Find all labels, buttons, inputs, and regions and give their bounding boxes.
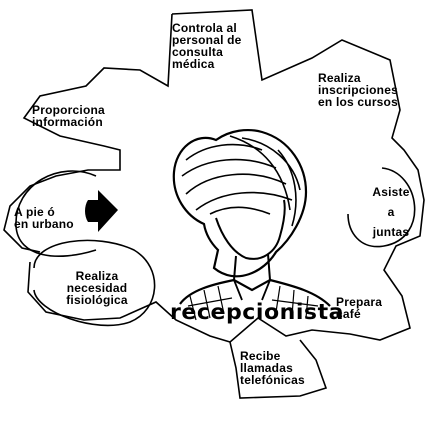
label-informacion: Proporciona información (32, 104, 105, 128)
label-controla: Controla al personal de consulta médica (172, 22, 242, 70)
label-line: inscripciones (318, 83, 398, 97)
label-inscripciones: Realiza inscripciones en los cursos (318, 72, 398, 108)
label-line: a (387, 205, 395, 219)
label-llamadas: Recibe llamadas telefónicas (240, 350, 305, 386)
label-line: café (336, 307, 361, 321)
label-line: juntas (372, 225, 410, 239)
arrow-icon (85, 190, 118, 232)
label-line: Asiste (372, 185, 410, 199)
label-line: Realiza (75, 269, 119, 283)
label-juntas: Asiste a juntas (368, 182, 414, 242)
outer-cog-bottom (27, 261, 231, 343)
label-line: médica (172, 57, 215, 71)
label-line: Controla al (172, 21, 237, 35)
label-line: personal de (172, 33, 242, 47)
outer-cog-outline (171, 9, 425, 399)
label-line: telefónicas (240, 373, 305, 387)
label-cafe: Prepara café (336, 296, 382, 320)
outer-cog-left (3, 13, 173, 253)
label-line: A pie ó (14, 205, 55, 219)
label-transporte: A pie ó en urbano (14, 206, 74, 230)
label-fisiologica: Realiza necesidad fisiológica (52, 270, 142, 306)
fisiologica-circle (33, 239, 156, 327)
label-line: en urbano (14, 217, 74, 231)
label-line: en los cursos (318, 95, 398, 109)
label-line: consulta (172, 45, 223, 59)
transporte-circle (15, 170, 97, 257)
label-line: llamadas (240, 361, 293, 375)
label-line: necesidad (66, 281, 128, 295)
label-line: Proporciona (32, 103, 105, 117)
diagram-title: recepcionista (170, 300, 345, 324)
label-line: información (32, 115, 103, 129)
label-line: fisiológica (66, 293, 128, 307)
juntas-circle (347, 167, 416, 248)
receptionist-illustration (172, 129, 331, 321)
label-line: Realiza (318, 71, 361, 85)
label-line: Recibe (240, 349, 281, 363)
label-line: Prepara (336, 295, 383, 309)
